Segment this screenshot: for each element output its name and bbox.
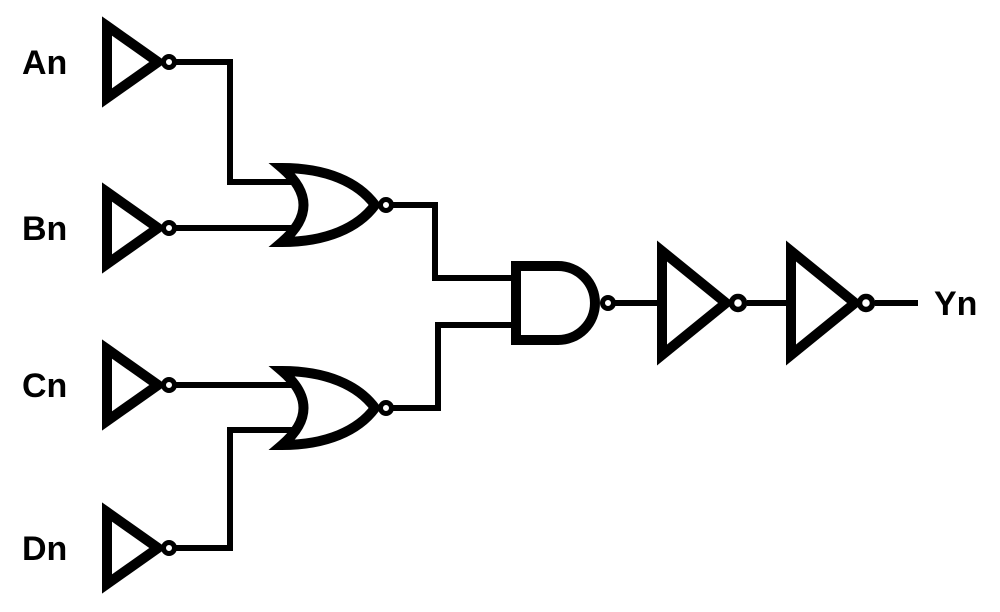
input-label-an: An: [22, 44, 67, 82]
nand-gate-icon: [511, 261, 600, 345]
wire-inverter-dn-to-nor-lower: [176, 427, 305, 551]
wire-inverter-an-to-nor-upper: [176, 59, 305, 185]
input-label-bn: Bn: [22, 210, 67, 248]
inversion-bubble-nor-upper-icon: [378, 197, 394, 213]
not-gate-cn-icon: [102, 339, 167, 431]
not-gate-bn-icon: [102, 182, 167, 274]
nor-gate-lower-icon: [268, 365, 382, 451]
bubbles-layer: [161, 54, 876, 556]
inversion-bubble-an-icon: [161, 54, 177, 70]
not-gate-an-icon: [102, 16, 167, 108]
gates-layer: [102, 16, 863, 594]
inversion-bubble-dn-icon: [161, 540, 177, 556]
nor-gate-upper-icon: [268, 162, 382, 248]
not-gate-out-1-icon: [657, 240, 734, 366]
inversion-bubble-out-1-icon: [728, 293, 748, 313]
output-label-yn: Yn: [934, 285, 977, 323]
wire-nor-lower-to-nand: [391, 322, 530, 411]
input-label-dn: Dn: [22, 530, 67, 568]
inversion-bubble-nor-lower-icon: [378, 400, 394, 416]
inversion-bubble-nand-icon: [600, 295, 616, 311]
inversion-bubble-cn-icon: [161, 377, 177, 393]
labels-layer: An Bn Cn Dn Yn: [22, 44, 977, 568]
not-gate-out-2-icon: [786, 240, 863, 366]
not-gate-dn-icon: [102, 502, 167, 594]
wires-layer: [176, 59, 918, 551]
wire-nor-upper-to-nand: [391, 202, 530, 281]
inversion-bubble-bn-icon: [161, 220, 177, 236]
inversion-bubble-out-2-icon: [856, 293, 876, 313]
input-label-cn: Cn: [22, 367, 67, 405]
